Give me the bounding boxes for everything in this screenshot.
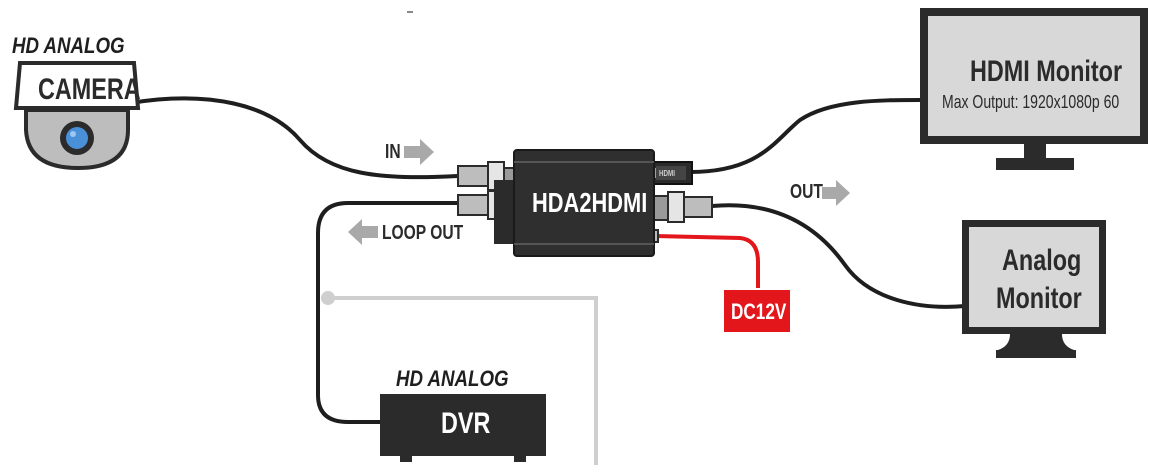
loop-out-cable [316,201,458,424]
converter-label: HDA2HDMI [532,187,648,218]
analog-monitor [962,220,1106,358]
converter-box [494,149,655,257]
hdmi-cable [689,98,921,174]
hdmi-monitor-title: HDMI Monitor [970,55,1123,88]
loop-out-label: LOOP OUT [382,222,464,244]
power-badge [724,290,790,332]
power-label: DC12V [731,299,787,324]
loop-out-arrow [348,219,378,245]
out-arrow [822,180,850,206]
camera-heading: HD ANALOG [12,33,125,58]
cable-junction-dot [321,291,335,305]
dvr-device [380,394,546,462]
dvr-label: DVR [441,407,491,440]
analog-monitor-line1: Analog [1002,244,1082,277]
bnc-out-connector [651,191,713,223]
power-cable [654,234,760,288]
analog-monitor-line2: Monitor [996,282,1082,315]
in-arrow [404,139,434,165]
camera-device [13,61,141,171]
hdmi-monitor [920,8,1148,170]
dvr-light-cable [328,296,598,465]
hdmi-port-label: HDMI [659,169,675,178]
in-label: IN [385,141,401,163]
camera-cable [129,96,459,180]
camera-label: CAMERA [38,73,141,106]
hdmi-monitor-subtitle: Max Output: 1920x1080p 60 [942,92,1120,112]
analog-out-cable [711,203,966,309]
out-label: OUT [790,181,823,203]
dvr-heading: HD ANALOG [396,366,509,391]
